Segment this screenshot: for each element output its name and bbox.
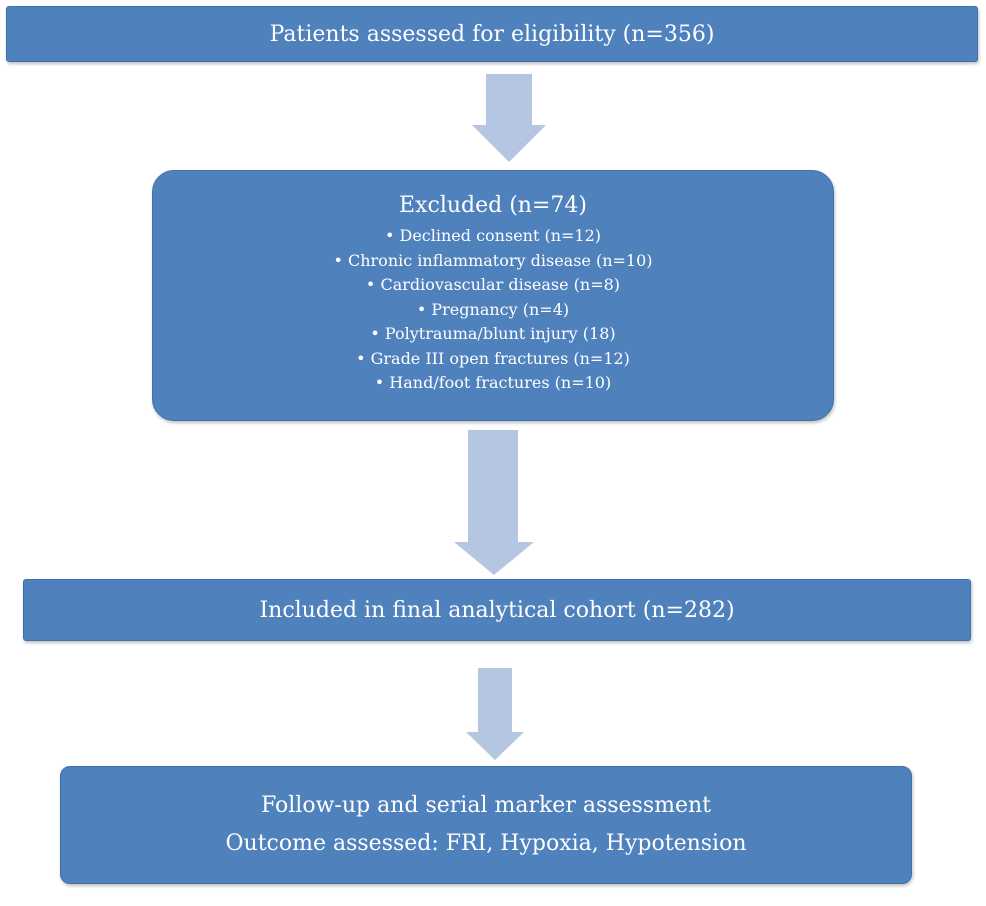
outcome-line: Outcome assessed: FRI, Hypoxia, Hypotens… bbox=[225, 831, 747, 856]
excluded-reason: Chronic inflammatory disease (n=10) bbox=[333, 249, 653, 274]
included-box: Included in final analytical cohort (n=2… bbox=[23, 579, 971, 641]
excluded-reason: Cardiovascular disease (n=8) bbox=[333, 273, 652, 298]
excluded-box: Excluded (n=74) Declined consent (n=12) … bbox=[152, 170, 834, 421]
eligibility-box: Patients assessed for eligibility (n=356… bbox=[6, 6, 978, 62]
excluded-reasons-list: Declined consent (n=12) Chronic inflamma… bbox=[333, 224, 653, 396]
eligibility-label: Patients assessed for eligibility (n=356… bbox=[269, 21, 715, 47]
excluded-reason: Polytrauma/blunt injury (18) bbox=[333, 322, 652, 347]
arrow-down-3 bbox=[466, 668, 524, 760]
arrow-down-2 bbox=[454, 430, 534, 575]
excluded-title: Excluded (n=74) bbox=[399, 193, 587, 218]
excluded-reason: Pregnancy (n=4) bbox=[333, 298, 652, 323]
excluded-reason: Hand/foot fractures (n=10) bbox=[333, 371, 652, 396]
followup-box: Follow-up and serial marker assessment O… bbox=[60, 766, 912, 884]
followup-line: Follow-up and serial marker assessment bbox=[260, 793, 712, 818]
excluded-reason: Declined consent (n=12) bbox=[333, 224, 652, 249]
arrow-down-1 bbox=[472, 74, 546, 162]
included-label: Included in final analytical cohort (n=2… bbox=[259, 597, 735, 623]
excluded-reason: Grade III open fractures (n=12) bbox=[333, 347, 652, 372]
